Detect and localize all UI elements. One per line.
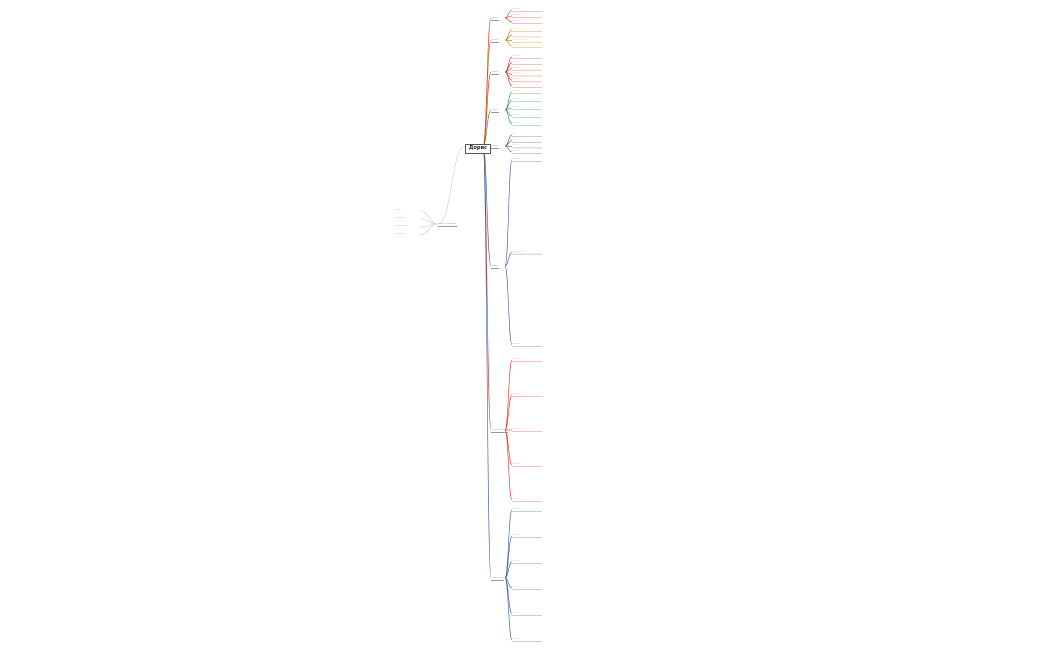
branch-left-item: ...... [396, 208, 401, 211]
connector-line [504, 561, 513, 579]
branch-b3-item: ........ [512, 83, 519, 86]
connector-line [504, 56, 513, 73]
connector-line [504, 134, 513, 147]
branch-left-item: ............ [396, 232, 406, 235]
branch-b2-item: ........ [512, 27, 519, 30]
connector-line [504, 394, 513, 431]
branch-b4-item: ......... [512, 113, 520, 116]
connector-line [482, 145, 492, 431]
connector-line [482, 71, 492, 147]
connector-line [504, 429, 513, 466]
branch-b5-item: .... [512, 137, 516, 141]
branch-b1-item: ............. [512, 13, 523, 16]
branch-b6-item: .............. [512, 249, 524, 253]
branch-b4: ...... [491, 107, 500, 113]
branch-b4-item: .......... [512, 89, 521, 92]
connector-line [437, 145, 466, 225]
branch-b8-item: ......... [512, 637, 520, 640]
connector-line [504, 145, 513, 153]
branch-left-item: .......... [396, 216, 405, 219]
connector-line [504, 577, 513, 641]
connector-line [504, 17, 513, 23]
branch-b7-item: ......... [512, 392, 520, 395]
branch-b3-item: ......... [512, 54, 520, 57]
branch-b6-item: .......... [512, 342, 521, 345]
branch-b3-item: ......... [512, 71, 520, 75]
branch-b5-item: ......... [512, 149, 520, 152]
connector-line [482, 145, 492, 579]
branch-b7-item: ......... [512, 462, 520, 465]
connector-line [419, 210, 439, 225]
branch-b8-item: ......... [512, 559, 520, 562]
branch-b7: .............. [491, 427, 509, 433]
connector-line [504, 15, 513, 19]
connector-line [504, 577, 513, 589]
connector-line [504, 535, 513, 579]
branch-b8: .......... [491, 575, 504, 581]
connector-line [504, 71, 513, 87]
branch-b6-item: .......... [512, 157, 521, 160]
branch-b1-item: .......... [512, 7, 521, 10]
connector-line [504, 109, 513, 125]
branch-b2-item: .................. [512, 37, 527, 41]
connector-line [504, 359, 513, 431]
branch-b1-item: ...... [512, 19, 517, 22]
branch-left: ................ [438, 221, 458, 227]
branch-b7-item: ......... [512, 357, 520, 360]
connector-line [504, 29, 513, 41]
connector-line [419, 223, 439, 236]
connector-line [504, 91, 513, 111]
branch-b8-item: .......... [512, 507, 521, 510]
branch-b2-item: ........ [512, 43, 519, 46]
branch-b2: ...... [491, 37, 500, 43]
connector-line [504, 265, 513, 346]
branch-b8-item: ........ [512, 585, 519, 588]
branch-b8-item: ........ [512, 533, 519, 536]
branch-b3-item: ............ [512, 77, 522, 81]
branch-left-item: .............. [396, 224, 408, 227]
branch-b3-item: ......... [512, 59, 520, 63]
connector-line [504, 509, 513, 579]
branch-b2-item: ... [512, 32, 515, 36]
branch-b8-item: ........ [512, 611, 519, 614]
connector-line [504, 252, 513, 267]
branch-b3: ...... [491, 69, 500, 75]
branch-b5-item: ........ [512, 143, 519, 147]
branch-b5-item: .... [512, 132, 516, 135]
connector-line [504, 39, 513, 47]
branch-b1: ...... [491, 15, 500, 21]
connector-line [504, 429, 513, 501]
branch-b5: ...... [491, 143, 500, 149]
branch-b4-item: .......... [512, 121, 521, 124]
branch-b7-item: ......... [512, 497, 520, 500]
branch-b4-item: .......... [512, 105, 521, 108]
branch-b6: ...... [491, 263, 500, 269]
branch-b7-item: ......... [512, 427, 520, 430]
branch-b4-item: ........ [512, 97, 519, 100]
root-node: Дорис [465, 144, 491, 154]
connector-line [504, 159, 513, 267]
branch-b3-item: .......... [512, 65, 521, 69]
